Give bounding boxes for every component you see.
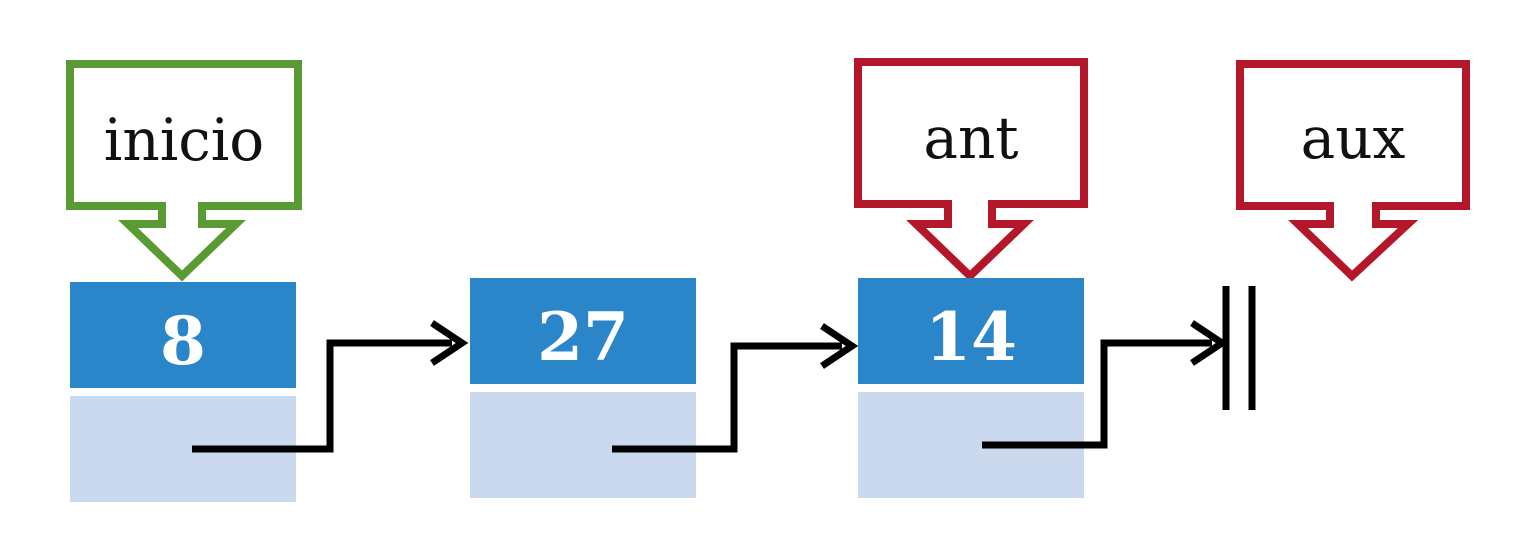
list-node-1: 8 [70,282,296,502]
pointer-ant: ant [854,58,1088,282]
pointer-inicio-callout [66,60,302,282]
link-1-line [192,339,452,453]
list-node-2: 27 [470,278,696,498]
pointer-ant-label: ant [923,104,1018,172]
pointer-aux-label: aux [1301,104,1406,172]
link-3-line [982,339,1212,449]
link-arrow-3 [982,320,1229,449]
link-arrow-1 [192,320,469,453]
pointer-aux: aux [1236,60,1470,282]
link-2-arrowhead [820,323,859,369]
node-1-value: 8 [160,302,206,380]
pointer-inicio: inicio [66,60,302,282]
pointer-aux-callout [1236,60,1470,282]
link-3-arrowhead [1190,320,1229,366]
node-2-value: 27 [537,298,629,376]
node-1-data-cell [70,282,296,388]
node-2-next-cell [470,392,696,498]
link-arrow-2 [612,323,859,453]
node-2-data-cell [470,278,696,384]
pointer-ant-callout [854,58,1088,282]
link-2-line [612,342,842,453]
null-terminator [1222,286,1256,410]
node-3-value: 14 [925,298,1017,376]
link-1-arrowhead [430,320,469,366]
node-3-data-cell [858,278,1084,384]
pointer-inicio-label: inicio [104,106,264,174]
list-node-3: 14 [858,278,1084,498]
